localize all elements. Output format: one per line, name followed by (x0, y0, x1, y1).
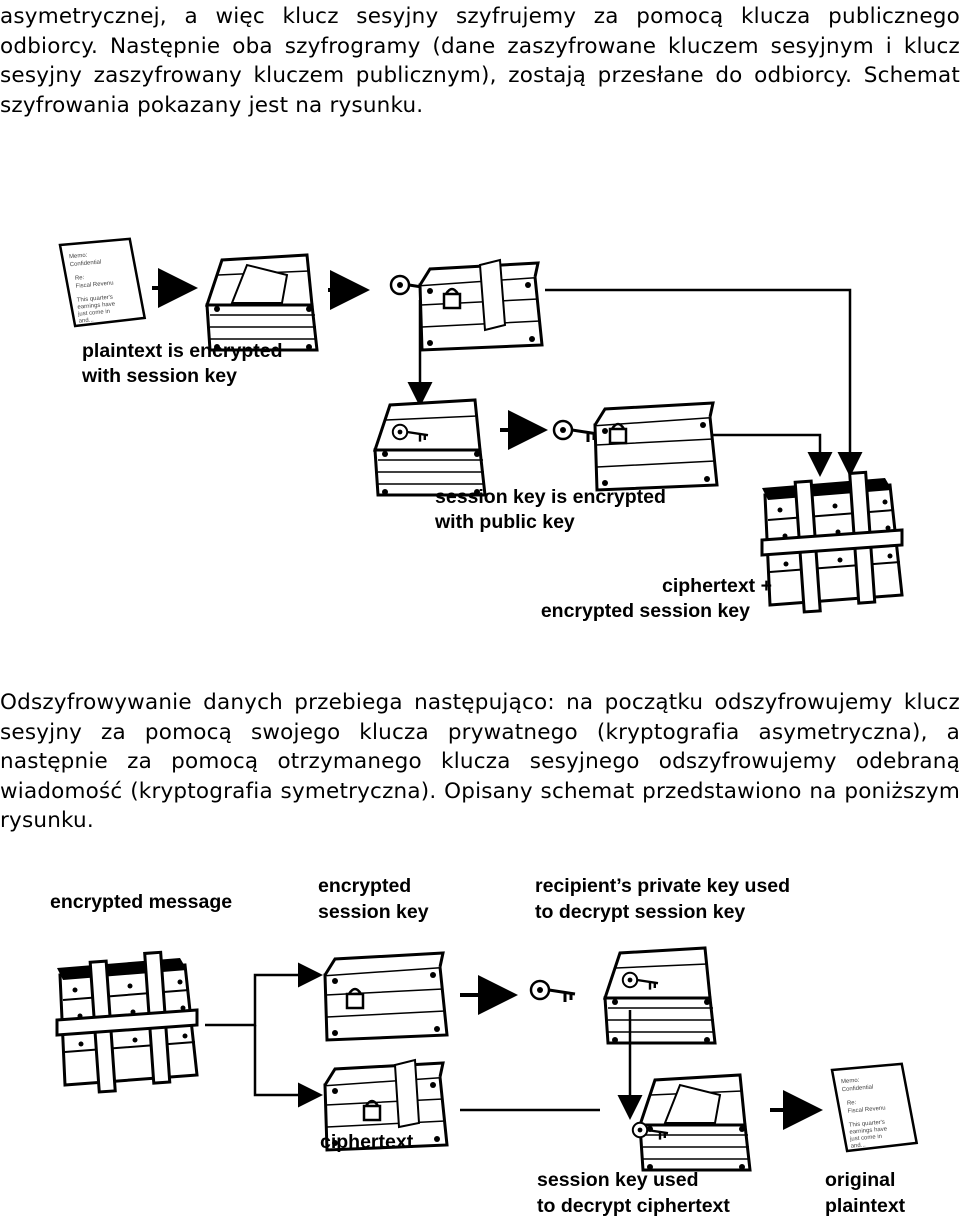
plaintext-encrypted-label: plaintext is encrypted (82, 340, 282, 362)
svg-text:earnings have: earnings have (77, 301, 116, 310)
open-chest-with-key-icon (373, 398, 487, 497)
original-plaintext-label: plaintext (825, 1195, 906, 1217)
paragraph-encryption-intro: asymetrycznej, a więc klucz sesyjny szyf… (0, 4, 960, 118)
decryption-scheme-figure: encrypted message encrypted session key … (0, 860, 960, 1220)
original-plaintext-document-icon: Memo: Confidential Re: Fiscal Revenu Thi… (830, 1062, 919, 1153)
open-chest-with-plaintext-icon (638, 1073, 752, 1172)
session-key-encrypted-label: with public key (434, 511, 575, 533)
svg-text:Confidential: Confidential (842, 1084, 874, 1093)
encrypted-session-key-label: encrypted (318, 875, 411, 897)
ciphertext-label: ciphertext (320, 1131, 414, 1153)
private-key-label: to decrypt session key (535, 901, 745, 923)
ciphertext-bundle-icon (760, 470, 904, 614)
ciphertext-label: encrypted session key (541, 600, 750, 622)
arrow-icon (253, 1025, 323, 1108)
svg-text:just come in: just come in (849, 1134, 882, 1143)
svg-text:This quarter's: This quarter's (849, 1120, 886, 1129)
open-chest-with-key-icon (603, 946, 717, 1045)
session-key-used-label: to decrypt ciphertext (537, 1195, 730, 1217)
arrow-icon (545, 288, 863, 477)
svg-text:Confidential: Confidential (70, 259, 102, 268)
svg-text:This quarter's: This quarter's (77, 295, 114, 304)
encryption-scheme-figure: Memo: Confidential Re: Fiscal Revenu Thi… (0, 230, 960, 630)
svg-text:Fiscal Revenu: Fiscal Revenu (75, 280, 113, 289)
open-chest-with-plaintext-icon (205, 253, 319, 352)
paragraph-decryption-intro: Odszyfrowywanie danych przebiega następu… (0, 690, 960, 833)
original-plaintext-label: original (825, 1169, 895, 1191)
arrow-icon (712, 433, 833, 477)
svg-text:just come in: just come in (77, 309, 110, 318)
encrypted-message-bundle-icon (55, 950, 199, 1094)
svg-text:Memo:: Memo: (841, 1078, 860, 1086)
locked-chest-icon (323, 1058, 449, 1152)
svg-text:and...: and... (850, 1142, 866, 1149)
locked-chest-icon (323, 951, 449, 1042)
ciphertext-label: ciphertext + (662, 575, 772, 597)
svg-text:earnings have: earnings have (849, 1126, 888, 1135)
svg-text:Re:: Re: (847, 1100, 857, 1107)
plaintext-document-icon: Memo: Confidential Re: Fiscal Revenu Thi… (58, 237, 147, 328)
private-key-label: recipient’s private key used (535, 875, 790, 897)
svg-text:Memo:: Memo: (69, 253, 88, 261)
encrypted-message-label: encrypted message (50, 891, 232, 913)
svg-text:Fiscal Revenu: Fiscal Revenu (847, 1105, 885, 1114)
private-key-icon (529, 979, 577, 1004)
svg-text:and...: and... (78, 317, 94, 324)
session-key-encrypted-label: session key is encrypted (435, 486, 666, 508)
svg-text:Re:: Re: (75, 275, 85, 282)
session-key-used-label: session key used (537, 1169, 699, 1191)
plaintext-encrypted-label: with session key (81, 365, 237, 387)
locked-chest-icon (593, 401, 719, 492)
public-key-icon (552, 419, 600, 444)
encrypted-session-key-label: session key (318, 901, 429, 923)
locked-chest-icon (418, 258, 544, 352)
arrow-icon (205, 962, 323, 1027)
